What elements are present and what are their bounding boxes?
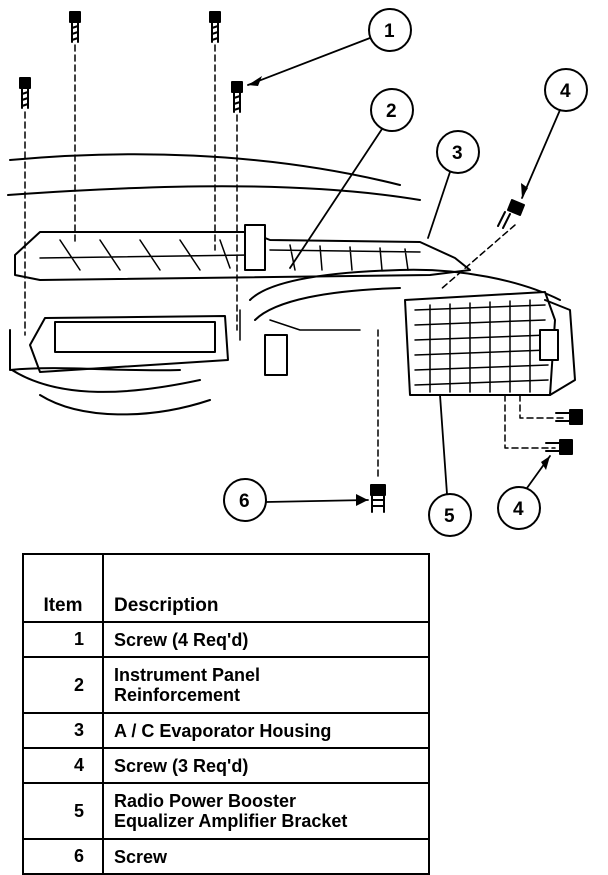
item-number: 3 [22, 712, 104, 749]
callout-circle-4b [497, 486, 541, 530]
dashboard-upper-edge [7, 185, 421, 201]
callout-label-4a: 4 [560, 81, 571, 102]
leader-lines [247, 37, 561, 503]
amplifier-bracket-drawing [404, 291, 576, 396]
screw-1a [69, 11, 81, 43]
screw-1c [19, 77, 31, 109]
left-vent-assembly [11, 315, 229, 416]
screw-4a [497, 199, 525, 229]
screw-6 [370, 484, 386, 513]
screw-guide-lines [24, 44, 566, 481]
dashboard-outline [9, 153, 401, 186]
callout-circle-6 [223, 478, 267, 522]
screw-1d [231, 81, 243, 113]
table-row: 3 A / C Evaporator Housing [22, 712, 430, 749]
item-number: 2 [22, 656, 104, 714]
screw-4c [545, 439, 573, 455]
housing-clip [264, 334, 288, 376]
table-row: 4 Screw (3 Req'd) [22, 747, 430, 784]
callout-label-1: 1 [384, 21, 395, 42]
parts-legend-table: Item Description 1 Screw (4 Req'd) 2 Ins… [22, 553, 430, 875]
table-row: 1 Screw (4 Req'd) [22, 621, 430, 658]
item-description: Screw (3 Req'd) [102, 747, 430, 784]
item-description: Screw (4 Req'd) [102, 621, 430, 658]
callout-circle-5 [428, 493, 472, 537]
callout-label-3: 3 [452, 143, 463, 164]
screw-4b [555, 409, 583, 425]
item-description: A / C Evaporator Housing [102, 712, 430, 749]
callout-circle-3 [436, 130, 480, 174]
exploded-view-illustration: 1 2 3 4 4 5 6 [7, 8, 588, 537]
callout-label-5: 5 [444, 506, 455, 527]
leader-arrowheads [248, 76, 550, 506]
item-number: 1 [22, 621, 104, 658]
screw-1b [209, 11, 221, 43]
ac-evaporator-housing [249, 268, 561, 301]
item-number: 5 [22, 782, 104, 840]
description-column-header: Description [102, 553, 430, 623]
item-number: 4 [22, 747, 104, 784]
callout-label-4b: 4 [513, 499, 524, 520]
callout-circle-1 [368, 8, 412, 52]
item-number: 6 [22, 838, 104, 875]
callout-circle-2 [370, 88, 414, 132]
item-description: Screw [102, 838, 430, 875]
callout-label-6: 6 [239, 491, 250, 512]
callout-circle-4a [544, 68, 588, 112]
table-header-row: Item Description [22, 553, 430, 623]
item-column-header: Item [22, 553, 104, 623]
callout-label-2: 2 [386, 101, 397, 122]
instrument-panel-reinforcement [14, 224, 471, 281]
table-row: 6 Screw [22, 838, 430, 875]
